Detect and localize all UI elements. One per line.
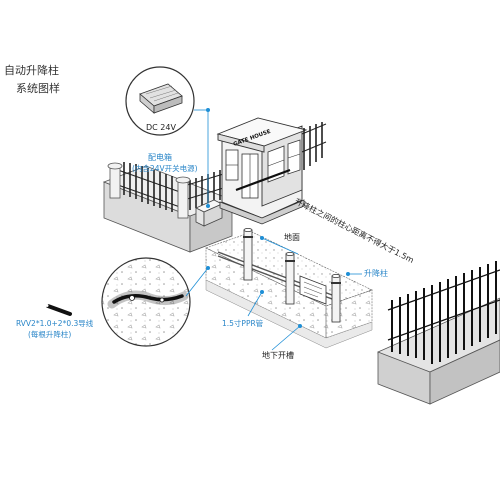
bollard-label: 升降柱 xyxy=(364,268,388,278)
cable-label: RVV2*1.0+2*0.3导线 xyxy=(16,318,94,328)
gate-house xyxy=(216,117,308,225)
mid-fence xyxy=(301,122,327,170)
power-supply-label: DC 24V xyxy=(146,123,176,132)
power-supply-callout xyxy=(125,66,195,136)
trench-label: 地下开槽 xyxy=(262,350,294,360)
barrier-arm xyxy=(235,168,291,192)
wall-pillars xyxy=(107,162,191,219)
ground-label: 地面 xyxy=(284,232,300,242)
cable-detail-callout xyxy=(101,257,191,347)
leader-lines xyxy=(185,109,362,351)
spacing-note: 升降柱之间的柱心距离不得大于1.5m xyxy=(293,196,416,265)
title-line-1: 自动升降柱 xyxy=(4,64,59,77)
distribution-box-note: (内含24V开关电源) xyxy=(132,163,198,173)
cable-note: (每根升降柱) xyxy=(28,329,71,339)
pipe-label: 1.5寸PPR管 xyxy=(222,318,264,328)
bollards xyxy=(243,228,341,323)
bollard-3 xyxy=(331,274,341,323)
distribution-box-label: 配电箱 xyxy=(148,152,172,162)
sign-board xyxy=(299,275,327,305)
leader-dots xyxy=(206,108,350,328)
bollard-1 xyxy=(243,228,253,281)
title-line-2: 系统图样 xyxy=(16,82,60,95)
right-fence xyxy=(387,261,500,364)
cable-icon xyxy=(45,304,72,316)
bollard-2 xyxy=(285,252,295,305)
